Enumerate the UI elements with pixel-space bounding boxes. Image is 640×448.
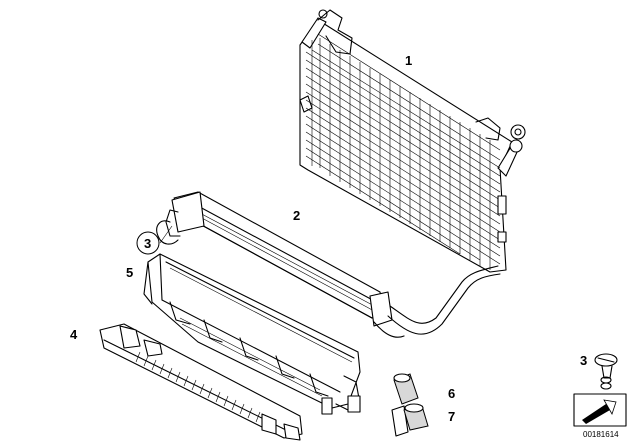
- shroud-ribs: [169, 301, 329, 397]
- lower-shroud-part-5: [143, 253, 361, 415]
- callout-3-left: 3: [144, 236, 151, 251]
- callout-3-left-circle: [136, 231, 160, 255]
- orientation-arrow-icon: [573, 393, 627, 427]
- rubber-mount-part-6: [393, 373, 419, 405]
- callout-7: 7: [448, 409, 455, 424]
- bracket-part-7: [391, 403, 429, 437]
- air-guide-part-4: [99, 323, 303, 441]
- callout-6: 6: [448, 386, 455, 401]
- callout-1: 1: [405, 53, 412, 68]
- leader-lines: [159, 225, 173, 244]
- condenser-tubes: [311, 38, 491, 270]
- callout-5: 5: [126, 265, 133, 280]
- document-number: 00181614: [583, 430, 619, 439]
- callout-2: 2: [293, 208, 300, 223]
- condenser-fins: [305, 33, 501, 265]
- callout-3-right: 3: [580, 353, 587, 368]
- screw-part-3: [594, 353, 618, 390]
- oil-cooler-part-2: [156, 191, 501, 338]
- condenser-part-1: [299, 9, 526, 273]
- callout-4: 4: [70, 327, 78, 342]
